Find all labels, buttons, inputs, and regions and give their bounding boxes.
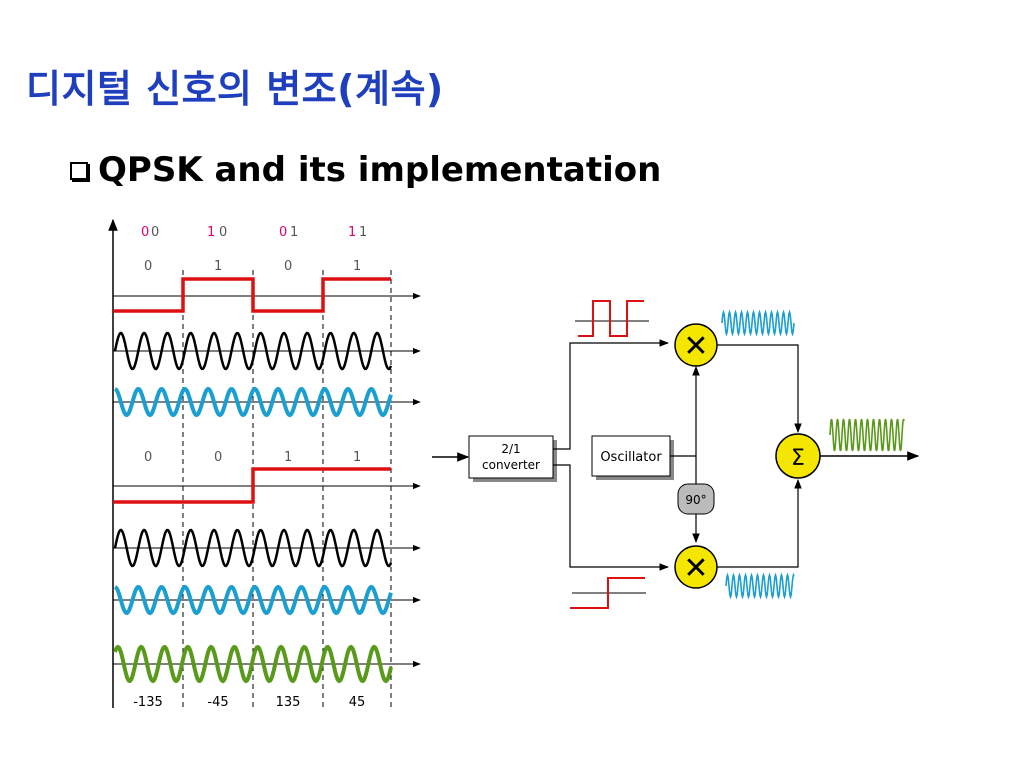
upper-modulated-wave xyxy=(721,309,795,337)
modulated-wave-blue-1 xyxy=(114,386,393,418)
qpsk-output-wave xyxy=(113,644,393,684)
bullet-text: QPSK and its implementation xyxy=(98,150,662,190)
lower-input-signal xyxy=(570,577,645,609)
lower-branch-line xyxy=(553,464,669,571)
checkbox-bullet-icon xyxy=(70,162,88,180)
phase-label-1: -135 xyxy=(133,695,163,710)
i-bit-1: 0 xyxy=(144,259,152,274)
q-bit-1: 0 xyxy=(144,450,152,465)
modulated-wave-blue-2 xyxy=(114,584,393,616)
dibit-label-4-second: 1 xyxy=(359,225,367,240)
dibit-label-3-second: 1 xyxy=(290,225,298,240)
phase-shift-label: 90° xyxy=(685,493,706,507)
bullet-item: QPSK and its implementation xyxy=(70,150,661,190)
upper-to-sum-line xyxy=(717,344,802,433)
i-bit-4: 1 xyxy=(353,259,361,274)
upper-branch-line xyxy=(553,339,669,450)
dibit-label-2-first: 1 xyxy=(207,225,215,240)
q-bit-2: 0 xyxy=(214,450,222,465)
block-diagram: 2/1 converter Oscillator 90° ✕ ✕ xyxy=(432,300,920,609)
lower-to-sum-line xyxy=(717,479,802,568)
lower-modulated-wave xyxy=(725,572,795,600)
timing-diagram: 0 0 1 0 0 1 1 1 0 1 0 1 0 0 1 1 xyxy=(108,218,421,710)
q-bit-4: 1 xyxy=(353,450,361,465)
converter-box xyxy=(468,435,554,479)
sum-icon: Σ xyxy=(791,446,805,471)
phase-label-4: 45 xyxy=(349,695,366,710)
carrier-wave-black-1 xyxy=(113,331,393,371)
i-bit-2: 1 xyxy=(214,259,222,274)
phase-label-2: -45 xyxy=(207,695,228,710)
dibit-label-1-second: 0 xyxy=(151,225,159,240)
q-bit-signal xyxy=(113,467,391,504)
converter-label-line2: converter xyxy=(482,458,540,472)
multiply-icon-upper: ✕ xyxy=(683,329,708,364)
i-bit-3: 0 xyxy=(284,259,292,274)
multiply-icon-lower: ✕ xyxy=(683,551,708,586)
phase-label-3: 135 xyxy=(276,695,301,710)
oscillator-label: Oscillator xyxy=(600,450,662,465)
i-bit-signal xyxy=(113,277,391,313)
dibit-label-2-second: 0 xyxy=(219,225,227,240)
oscillator-box xyxy=(591,435,671,477)
dibit-label-3-first: 0 xyxy=(279,225,287,240)
slide-title: 디지털 신호의 변조(계속) xyxy=(26,67,444,111)
dibit-label-4-first: 1 xyxy=(348,225,356,240)
upper-input-signal xyxy=(578,300,644,337)
carrier-wave-black-2 xyxy=(113,528,393,568)
dibit-label-1-first: 0 xyxy=(141,225,149,240)
output-qpsk-wave xyxy=(829,418,905,452)
converter-label-line1: 2/1 xyxy=(501,442,520,456)
q-bit-3: 1 xyxy=(284,450,292,465)
